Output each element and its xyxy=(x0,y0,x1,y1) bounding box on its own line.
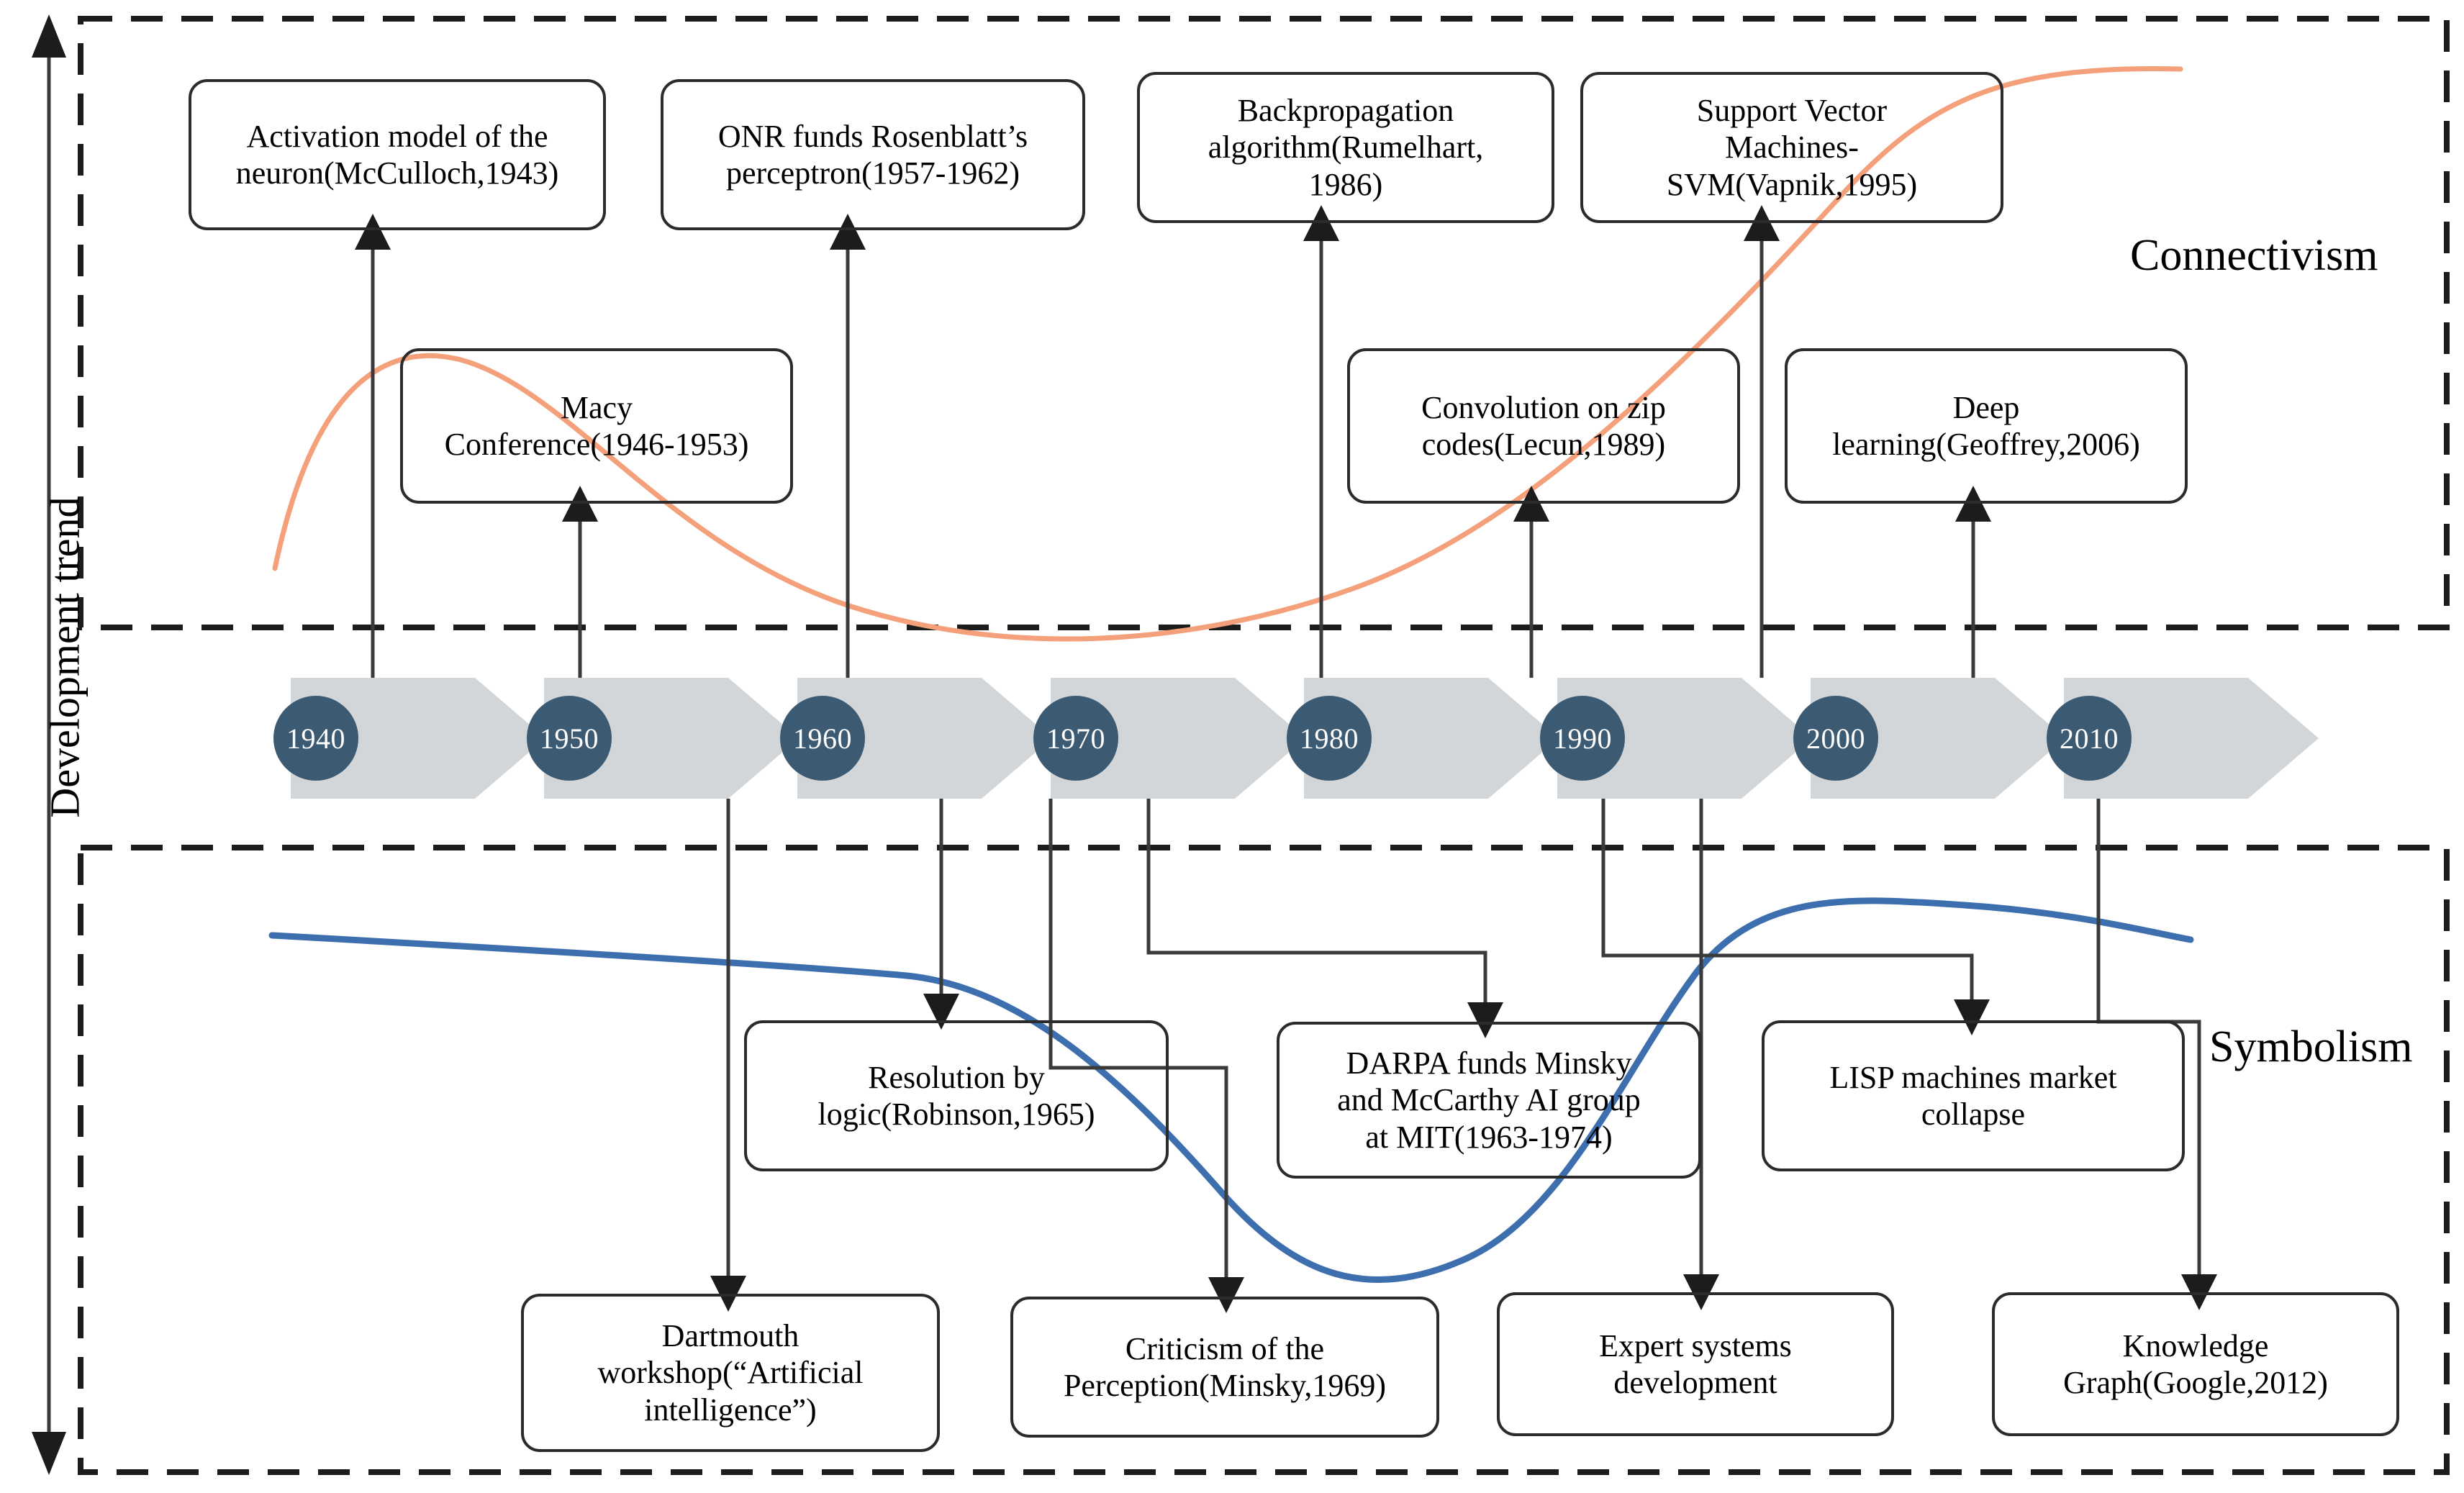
connectivism-trend-curve xyxy=(272,66,2183,642)
event-box-activation-model[interactable]: Activation model of the neuron(McCulloch… xyxy=(189,79,606,230)
timeline-year-1950[interactable]: 1950 xyxy=(527,696,612,781)
event-text-convolution-zip: Convolution on zip codes(Lecun,1989) xyxy=(1421,389,1666,462)
event-text-onr-perceptron: ONR funds Rosenblatt’s perceptron(1957-1… xyxy=(717,118,1028,191)
bottom-connectors xyxy=(710,799,2217,1313)
event-box-darpa-minsky[interactable]: DARPA funds Minsky and McCarthy AI group… xyxy=(1277,1022,1701,1179)
development-trend-label: Development trend xyxy=(41,496,89,818)
timeline-arrow-1960 xyxy=(797,678,1052,799)
timeline-year-1990[interactable]: 1990 xyxy=(1540,696,1625,781)
top-connectors xyxy=(355,205,1991,678)
timeline-arrow-1990 xyxy=(1557,678,1812,799)
event-text-expert-systems: Expert systems development xyxy=(1599,1328,1792,1400)
connector-criticism-perception xyxy=(1048,799,1244,1313)
event-text-activation-model: Activation model of the neuron(McCulloch… xyxy=(235,118,559,191)
timeline-arrow-1980 xyxy=(1304,678,1559,799)
event-box-backpropagation[interactable]: Backpropagation algorithm(Rumelhart, 198… xyxy=(1137,72,1554,223)
year-label-1970: 1970 xyxy=(1046,722,1105,755)
timeline-year-2010[interactable]: 2010 xyxy=(2047,696,2132,781)
timeline-arrow-2000 xyxy=(1811,678,2065,799)
event-box-expert-systems[interactable]: Expert systems development xyxy=(1497,1292,1894,1436)
timeline-year-1960[interactable]: 1960 xyxy=(780,696,865,781)
timeline-arrow-1970 xyxy=(1051,678,1305,799)
event-text-backpropagation: Backpropagation algorithm(Rumelhart, 198… xyxy=(1208,93,1484,202)
year-label-1980: 1980 xyxy=(1300,722,1359,755)
connectivism-region-border xyxy=(78,16,2450,630)
timeline-year-1980[interactable]: 1980 xyxy=(1287,696,1372,781)
event-box-resolution-logic[interactable]: Resolution by logic(Robinson,1965) xyxy=(744,1020,1169,1171)
timeline-year-1970[interactable]: 1970 xyxy=(1033,696,1118,781)
timeline-year-2000[interactable]: 2000 xyxy=(1793,696,1878,781)
year-label-1990: 1990 xyxy=(1553,722,1612,755)
connector-darpa-minsky xyxy=(1146,799,1503,1038)
timeline-arrow-1940 xyxy=(291,678,545,799)
event-box-onr-perceptron[interactable]: ONR funds Rosenblatt’s perceptron(1957-1… xyxy=(661,79,1085,230)
event-box-svm[interactable]: Support Vector Machines- SVM(Vapnik,1995… xyxy=(1580,72,2003,223)
timeline-year-1940[interactable]: 1940 xyxy=(273,696,358,781)
event-text-deep-learning: Deep learning(Geoffrey,2006) xyxy=(1832,389,2140,462)
event-text-criticism-perception: Criticism of the Perception(Minsky,1969) xyxy=(1063,1330,1387,1403)
connectivism-label: Connectivism xyxy=(2130,231,2378,280)
event-text-macy-conference: Macy Conference(1946-1953) xyxy=(444,389,749,462)
symbolism-region-border xyxy=(78,845,2450,1475)
symbolism-trend-curve xyxy=(268,897,2194,1284)
year-label-2000: 2000 xyxy=(1806,722,1865,755)
year-label-1940: 1940 xyxy=(286,722,345,755)
event-box-macy-conference[interactable]: Macy Conference(1946-1953) xyxy=(400,348,793,504)
timeline-arrow-2010 xyxy=(2064,678,2319,799)
event-box-deep-learning[interactable]: Deep learning(Geoffrey,2006) xyxy=(1785,348,2188,504)
development-trend-axis xyxy=(32,14,66,1475)
year-label-2010: 2010 xyxy=(2060,722,2119,755)
event-text-resolution-logic: Resolution by logic(Robinson,1965) xyxy=(817,1059,1095,1132)
year-label-1960: 1960 xyxy=(793,722,852,755)
timeline-arrow-track xyxy=(291,678,2319,799)
event-box-dartmouth[interactable]: Dartmouth workshop(“Artificial intellige… xyxy=(521,1294,940,1452)
event-box-knowledge-graph[interactable]: Knowledge Graph(Google,2012) xyxy=(1992,1292,2399,1436)
event-box-lisp-collapse[interactable]: LISP machines market collapse xyxy=(1762,1020,2185,1171)
connector-lisp-collapse xyxy=(1601,799,1990,1035)
symbolism-label: Symbolism xyxy=(2209,1022,2413,1071)
year-label-1950: 1950 xyxy=(540,722,599,755)
event-text-knowledge-graph: Knowledge Graph(Google,2012) xyxy=(2063,1328,2328,1400)
event-box-criticism-perception[interactable]: Criticism of the Perception(Minsky,1969) xyxy=(1010,1297,1439,1438)
event-text-darpa-minsky: DARPA funds Minsky and McCarthy AI group… xyxy=(1337,1045,1641,1155)
event-text-lisp-collapse: LISP machines market collapse xyxy=(1829,1059,2117,1132)
event-text-svm: Support Vector Machines- SVM(Vapnik,1995… xyxy=(1666,93,1918,202)
event-text-dartmouth: Dartmouth workshop(“Artificial intellige… xyxy=(597,1318,864,1428)
timeline-arrow-1950 xyxy=(544,678,799,799)
event-box-convolution-zip[interactable]: Convolution on zip codes(Lecun,1989) xyxy=(1347,348,1740,504)
